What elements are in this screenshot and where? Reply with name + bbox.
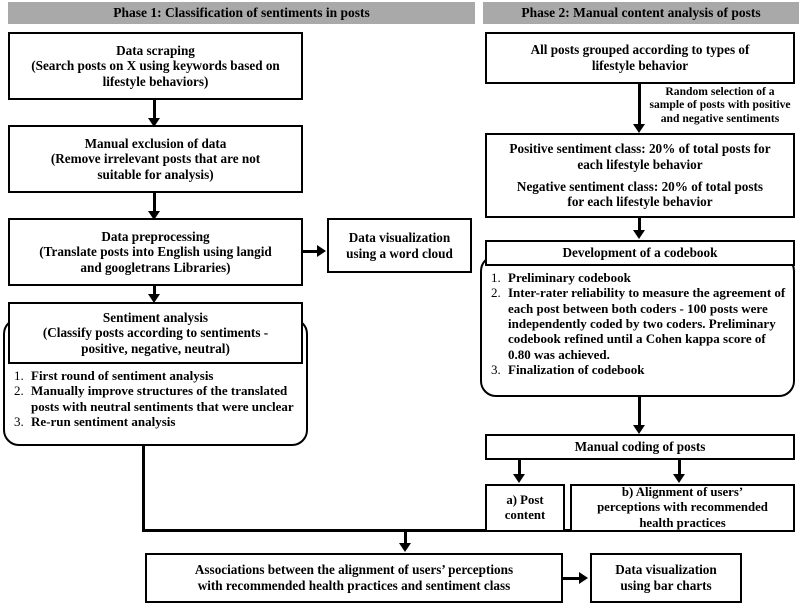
box-manual-coding-line-1: Manual coding of posts [574,439,706,455]
box-codebook-header: Development of a codebook [485,240,795,266]
box-alignment-line-1: b) Alignment of users’ [621,485,744,500]
box-word-cloud-line-2: using a word cloud [346,245,453,261]
list-item-text: Manually improve structures of the trans… [31,383,294,414]
connector-manual-coding-to-post-content [518,460,521,476]
connector-preprocessing-to-sentiment [153,286,156,298]
list-item-number: 3. [491,361,501,377]
connector-associations-to-barcharts [563,577,581,580]
annotation-random-selection: Random selection of a sample of posts wi… [646,85,794,125]
list-item: 2. Manually improve structures of the tr… [14,383,300,414]
box-associations-line-2: with recommended health practices and se… [197,578,511,593]
box-alignment-line-2: perceptions with recommended [597,500,768,515]
box-bar-charts-line-2: using bar charts [620,578,712,593]
box-word-cloud-visualization: Data visualization using a word cloud [327,218,472,273]
connector-sentiment-down [142,446,145,532]
box-data-scraping-line-2: (Search posts on X using keywords based … [31,58,280,74]
box-data-preprocessing-line-3: and googletrans Libraries) [80,259,231,275]
box-grouped-posts-line-2: lifestyle behavior [591,58,689,73]
box-sentiment-analysis-header: Sentiment analysis (Classify posts accor… [8,302,303,364]
box-manual-exclusion-line-2: (Remove irrelevant posts that are not [50,151,261,167]
list-item-text: First round of sentiment analysis [31,368,214,383]
list-item: 3. Re-run sentiment analysis [14,414,300,429]
phase-2-header: Phase 2: Manual content analysis of post… [483,2,799,24]
list-item-text: Preliminary codebook [508,270,631,285]
annotation-random-selection-line-2: sample of posts with positive [649,98,791,112]
box-post-content-line-2: content [504,508,546,522]
connector-junction-to-associations [404,529,407,545]
list-sentiment-analysis-steps: 1. First round of sentiment analysis 2. … [14,368,300,429]
panel-codebook [480,255,795,397]
list-item-text: Inter-rater reliability to measure the a… [508,285,786,362]
connector-grouped-to-classes [638,84,641,126]
arrowhead-scraping-to-exclusion [148,118,160,127]
arrowhead-manual-coding-to-post-content [513,474,525,483]
box-data-preprocessing-line-1: Data preprocessing [101,228,210,244]
connector-preprocessing-to-wordcloud [303,250,319,253]
connector-manual-coding-to-alignment [678,460,681,476]
box-bar-charts-line-1: Data visualization [615,562,717,578]
box-sentiment-classes-line-3: Negative sentiment class: 20% of total p… [516,178,764,194]
arrowhead-classes-to-codebook [633,230,645,239]
arrowhead-preprocessing-to-wordcloud [317,245,326,257]
phase-2-label: Phase 2: Manual content analysis of post… [521,4,761,20]
list-item: 2. Inter-rater reliability to measure th… [491,285,789,362]
box-alignment-line-3: health practices [639,515,726,530]
box-data-preprocessing-line-2: (Translate posts into English using lang… [39,244,272,260]
arrowhead-preprocessing-to-sentiment [148,294,160,303]
list-item-text: Finalization of codebook [508,361,645,377]
box-data-scraping-line-1: Data scraping [116,42,195,58]
connector-exclusion-to-preprocessing [153,193,156,213]
box-word-cloud-line-1: Data visualization [348,229,451,245]
box-associations: Associations between the alignment of us… [145,553,563,603]
box-post-content-line-1: a) Post [506,492,544,507]
connector-scraping-to-exclusion [153,100,156,120]
box-sentiment-classes-line-1: Positive sentiment class: 20% of total p… [509,141,771,157]
box-data-preprocessing: Data preprocessing (Translate posts into… [8,218,303,286]
arrowhead-grouped-to-classes [633,124,645,133]
arrowhead-codebook-to-manual-coding [633,425,645,434]
box-alignment-perceptions: b) Alignment of users’ perceptions with … [570,484,795,532]
box-data-scraping: Data scraping (Search posts on X using k… [8,32,303,100]
box-associations-line-1: Associations between the alignment of us… [194,562,514,578]
box-sentiment-classes-line-2: each lifestyle behavior [577,156,703,172]
box-post-content: a) Post content [485,484,565,532]
list-item-number: 3. [14,413,24,429]
connector-classes-to-codebook [638,218,641,232]
box-sentiment-classes-line-4: for each lifestyle behavior [567,194,713,210]
box-grouped-posts-line-1: All posts grouped according to types of [530,42,750,58]
list-item-number: 2. [14,383,24,399]
arrowhead-associations-to-barcharts [579,572,588,584]
arrowhead-exclusion-to-preprocessing [148,211,160,220]
arrowhead-junction-to-associations [399,543,411,552]
box-sentiment-analysis-line-3: positive, negative, neutral) [81,340,230,356]
list-item-number: 1. [491,270,501,285]
box-sentiment-analysis-line-2: (Classify posts according to sentiments … [42,325,269,341]
box-manual-coding: Manual coding of posts [485,434,795,460]
list-item: 1. First round of sentiment analysis [14,368,300,383]
box-manual-exclusion: Manual exclusion of data (Remove irrelev… [8,125,303,193]
box-manual-exclusion-line-1: Manual exclusion of data [84,135,227,151]
list-item: 1. Preliminary codebook [491,270,789,285]
list-item: 3. Finalization of codebook [491,362,789,377]
list-item-number: 2. [491,285,501,301]
annotation-random-selection-line-3: and negative sentiments [660,111,780,125]
connector-codebook-to-manual-coding [638,397,641,427]
annotation-random-selection-line-1: Random selection of a [665,85,775,98]
box-grouped-posts: All posts grouped according to types of … [485,32,795,84]
list-item-text: Re-run sentiment analysis [31,413,176,429]
box-manual-exclusion-line-3: suitable for analysis) [97,166,214,182]
box-data-scraping-line-3: lifestyle behaviors) [102,73,209,89]
box-sentiment-classes: Positive sentiment class: 20% of total p… [485,133,795,218]
box-bar-chart-visualization: Data visualization using bar charts [590,553,742,603]
list-codebook-steps: 1. Preliminary codebook 2. Inter-rater r… [491,270,789,377]
list-item-number: 1. [14,368,24,383]
phase-1-header: Phase 1: Classification of sentiments in… [8,2,475,24]
phase-1-label: Phase 1: Classification of sentiments in… [113,4,370,20]
box-sentiment-analysis-line-1: Sentiment analysis [102,309,209,325]
box-codebook-title: Development of a codebook [562,245,718,261]
connector-sentiment-to-junction [142,529,680,532]
arrowhead-manual-coding-to-alignment [673,474,685,483]
